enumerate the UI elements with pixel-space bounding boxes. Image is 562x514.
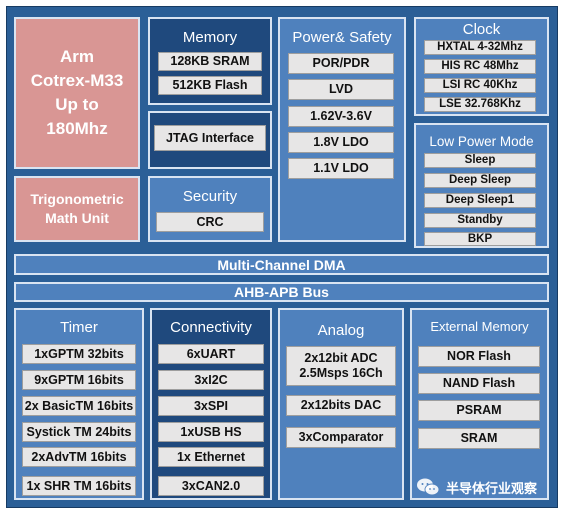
analog-block: Analog 2x12bit ADC 2.5Msps 16Ch 2x12bits…	[278, 308, 404, 500]
wechat-icon	[416, 477, 440, 497]
timer-block: Timer 1xGPTM 32bits 9xGPTM 16bits 2x Bas…	[14, 308, 144, 500]
trig-line-2: Math Unit	[45, 210, 109, 226]
cpu-block: Arm Cotrex-M33 Up to 180Mhz	[14, 17, 140, 169]
watermark: 半导体行业观察	[416, 477, 537, 497]
connectivity-item-usb: 1xUSB HS	[158, 422, 264, 442]
external-memory-block: External Memory NOR Flash NAND Flash PSR…	[410, 308, 549, 500]
power-item-1v8-ldo: 1.8V LDO	[288, 132, 394, 153]
clock-title: Clock	[462, 21, 501, 38]
cpu-line-4: 180Mhz	[46, 119, 108, 138]
cpu-line-1: Arm	[59, 47, 94, 66]
power-item-1v1-ldo: 1.1V LDO	[288, 158, 394, 179]
trig-line-1: Trigonometric	[30, 191, 124, 207]
connectivity-block: Connectivity 6xUART 3xI2C 3xSPI 1xUSB HS…	[150, 308, 272, 500]
low-power-item-bkp: BKP	[424, 232, 536, 246]
low-power-item-standby: Standby	[424, 213, 536, 228]
connectivity-item-can: 3xCAN2.0	[158, 476, 264, 496]
security-title: Security	[182, 188, 238, 205]
watermark-text: 半导体行业观察	[446, 480, 538, 496]
power-safety-block: Power& Safety POR/PDR LVD 1.62V-3.6V 1.8…	[278, 17, 406, 242]
extmem-item-sram: SRAM	[418, 428, 540, 449]
power-safety-title: Power& Safety	[292, 29, 392, 46]
analog-item-comparator: 3xComparator	[286, 427, 396, 448]
external-memory-title: External Memory	[430, 319, 529, 334]
extmem-item-psram: PSRAM	[418, 400, 540, 421]
jtag-interface: JTAG Interface	[154, 125, 266, 151]
timer-item-5: 2xAdvTM 16bits	[22, 447, 136, 467]
analog-title: Analog	[317, 322, 365, 339]
low-power-item-deep-sleep: Deep Sleep	[424, 173, 536, 188]
memory-item-flash: 512KB Flash	[158, 76, 262, 95]
connectivity-title: Connectivity	[170, 319, 252, 336]
analog-adc-line-1: 2x12bit ADC	[304, 351, 378, 365]
dma-bar: Multi-Channel DMA	[14, 254, 549, 275]
low-power-item-deep-sleep1: Deep Sleep1	[424, 193, 536, 208]
trig-math-block: Trigonometric Math Unit	[14, 176, 140, 242]
power-item-voltage-range: 1.62V-3.6V	[288, 106, 394, 127]
connectivity-item-ethernet: 1x Ethernet	[158, 447, 264, 467]
analog-item-adc: 2x12bit ADC 2.5Msps 16Ch	[286, 346, 396, 386]
clock-item-lse: LSE 32.768Khz	[424, 97, 536, 112]
timer-item-4: Systick TM 24bits	[22, 422, 136, 442]
clock-block: Clock HXTAL 4-32Mhz HIS RC 48Mhz LSI RC …	[414, 17, 549, 116]
timer-title: Timer	[60, 319, 98, 336]
ahb-apb-bus-bar: AHB-APB Bus	[14, 282, 549, 302]
timer-item-2: 9xGPTM 16bits	[22, 370, 136, 390]
memory-title: Memory	[182, 29, 238, 46]
connectivity-item-i2c: 3xI2C	[158, 370, 264, 390]
extmem-item-nand-flash: NAND Flash	[418, 373, 540, 394]
low-power-item-sleep: Sleep	[424, 153, 536, 168]
timer-item-6: 1x SHR TM 16bits	[22, 476, 136, 496]
power-item-por-pdr: POR/PDR	[288, 53, 394, 74]
clock-item-hxtal: HXTAL 4-32Mhz	[424, 40, 536, 55]
extmem-item-nor-flash: NOR Flash	[418, 346, 540, 367]
clock-item-lsi-rc: LSI RC 40Khz	[424, 78, 536, 93]
memory-block: Memory 128KB SRAM 512KB Flash	[148, 17, 272, 105]
timer-item-3: 2x BasicTM 16bits	[22, 396, 136, 416]
analog-adc-line-2: 2.5Msps 16Ch	[299, 366, 383, 380]
analog-item-dac: 2x12bits DAC	[286, 395, 396, 416]
connectivity-item-spi: 3xSPI	[158, 396, 264, 416]
cpu-line-3: Up to	[55, 95, 99, 114]
connectivity-item-uart: 6xUART	[158, 344, 264, 364]
clock-item-his-rc: HIS RC 48Mhz	[424, 59, 536, 74]
cpu-line-2: Cotrex-M33	[30, 71, 124, 90]
low-power-title: Low Power Mode	[429, 134, 534, 149]
timer-item-1: 1xGPTM 32bits	[22, 344, 136, 364]
security-item-crc: CRC	[156, 212, 264, 232]
power-item-lvd: LVD	[288, 79, 394, 100]
jtag-block: JTAG Interface	[148, 111, 272, 169]
low-power-block: Low Power Mode Sleep Deep Sleep Deep Sle…	[414, 123, 549, 248]
memory-item-sram: 128KB SRAM	[158, 52, 262, 71]
security-block: Security CRC	[148, 176, 272, 242]
